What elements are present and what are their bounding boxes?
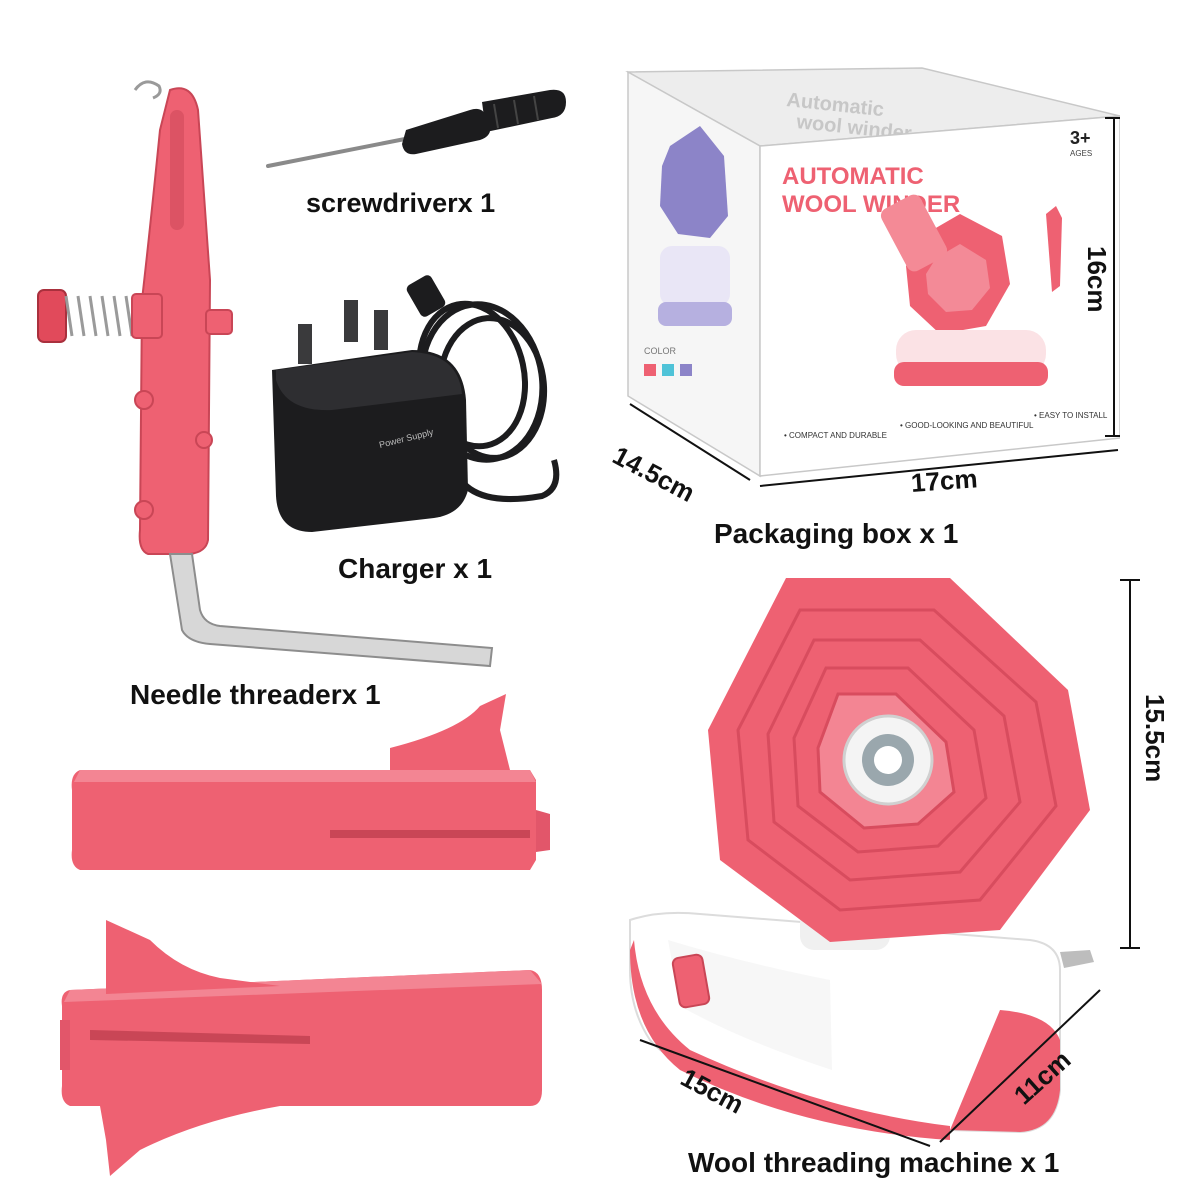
box-feature-1: • COMPACT AND DURABLE (784, 431, 887, 440)
screwdriver-caption: screwdriverx 1 (306, 188, 496, 218)
packaging-caption: Packaging box x 1 (714, 518, 959, 549)
box-width-dimension: 17cm (910, 463, 979, 498)
wool-machine-image (629, 578, 1140, 1147)
box-feature-3: • EASY TO INSTALL (1034, 411, 1108, 420)
needle-threader-caption: Needle threaderx 1 (130, 679, 381, 710)
machine-caption: Wool threading machine x 1 (688, 1147, 1060, 1178)
box-height-dimension: 16cm (1082, 246, 1112, 313)
box-color-label: COLOR (644, 346, 677, 356)
packaging-box-image: Automatic wool winder COLOR AUTOMATIC WO… (625, 67, 1120, 487)
needle-threader-image (37, 80, 494, 668)
box-age: 3+ (1070, 128, 1091, 148)
spindle-bottom-image (60, 920, 543, 1176)
charger-caption: Charger x 1 (338, 553, 493, 584)
machine-height-dimension: 15.5cm (1140, 694, 1170, 783)
box-age-sub: AGES (1070, 149, 1092, 158)
box-title-line1: AUTOMATIC (782, 163, 924, 190)
screwdriver-image (266, 89, 566, 168)
spindle-top-image (71, 694, 550, 870)
box-feature-2: • GOOD-LOOKING AND BEAUTIFUL (900, 421, 1034, 430)
charger-image: Power Supply (272, 275, 560, 532)
box-title-line2: WOOL WINDER (782, 191, 960, 218)
